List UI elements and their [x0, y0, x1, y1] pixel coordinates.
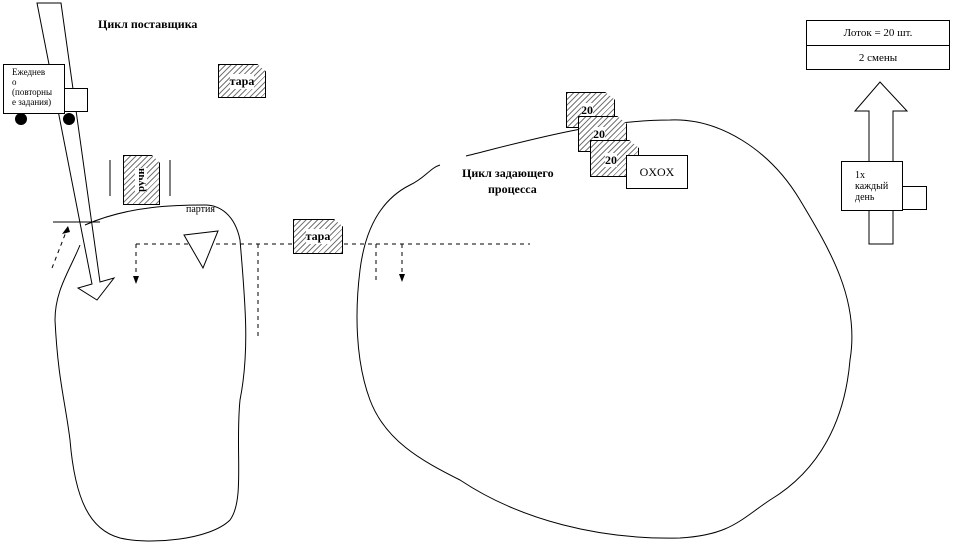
supplier-truck-body: Ежеднев о (повторны е задания): [3, 64, 65, 114]
arrowhead-1: [133, 276, 139, 284]
truck-text-3: (повторны: [12, 87, 53, 97]
supplier-truck-cab: [64, 88, 88, 112]
pacemaker-loop-outline: [356, 119, 853, 539]
batch-label: партия: [186, 204, 215, 215]
container-kanban-1: тара: [218, 64, 266, 98]
pacemaker-cycle-title-line1: Цикл задающего: [462, 166, 554, 180]
oxox-box: OXOX: [626, 155, 688, 189]
supplier-loop-outline: [53, 204, 247, 542]
container-kanban-2: тара: [293, 219, 343, 254]
info-flow-dashed-diagonal: [51, 231, 67, 269]
kanban-qty-3: 20: [605, 153, 617, 167]
tara-label-1: тара: [229, 73, 255, 89]
truck-wheel-right: [63, 113, 75, 125]
delivery-truck-cab: [902, 186, 927, 210]
kanban-qty-1: 20: [581, 103, 593, 117]
arrowhead-3: [62, 226, 70, 234]
truck-text-1: Ежеднев: [12, 67, 46, 77]
delivery-truck-body: 1x каждый день: [841, 161, 903, 211]
pacemaker-cycle-title-line2: процесса: [488, 182, 537, 196]
manual-kanban: ручн: [123, 155, 160, 205]
delivery-text-1: 1x: [855, 170, 865, 181]
tara-label-2: тара: [305, 229, 331, 244]
kanban-qty-2: 20: [593, 127, 605, 141]
legend-shifts: 2 смены: [806, 45, 950, 70]
delivery-text-3: день: [855, 192, 875, 203]
manual-label: ручн: [135, 167, 148, 193]
supplier-cycle-title: Цикл поставщика: [98, 17, 198, 31]
legend-tray: Лоток = 20 шт.: [806, 20, 950, 46]
truck-text-4: е задания): [12, 97, 52, 107]
truck-text-2: о: [12, 77, 17, 87]
arrowhead-2: [399, 274, 405, 282]
delivery-text-2: каждый: [855, 181, 889, 192]
truck-wheel-left: [15, 113, 27, 125]
batch-triangle-icon: [183, 230, 219, 270]
